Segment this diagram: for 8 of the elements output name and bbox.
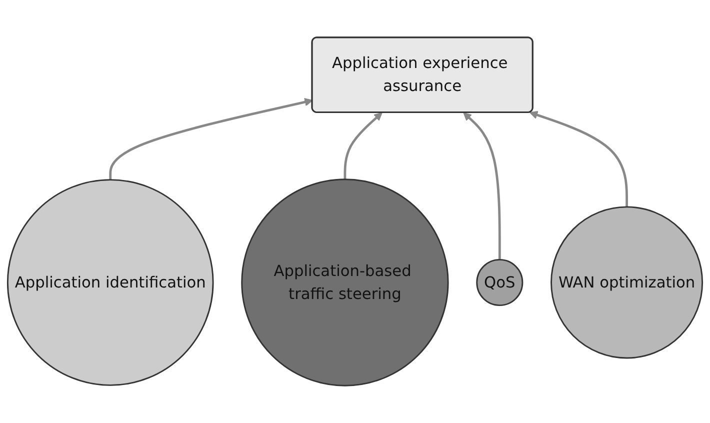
arrow — [529, 110, 628, 207]
node-circle: WAN optimization — [550, 206, 704, 359]
arrow — [344, 112, 382, 180]
arrow — [463, 112, 501, 260]
arrow — [109, 98, 313, 180]
node-circle: Application-based traffic steering — [241, 178, 449, 386]
node-circle: QoS — [476, 258, 524, 306]
node-circle: Application identification — [6, 179, 214, 386]
